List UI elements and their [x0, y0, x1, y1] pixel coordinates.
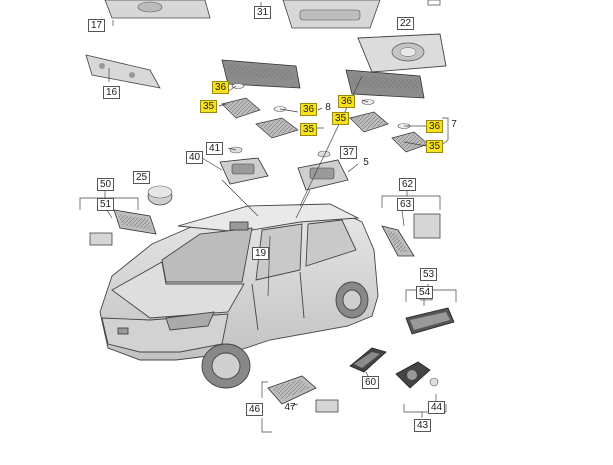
callout-62: 62 — [399, 178, 417, 191]
sensor-25 — [147, 185, 173, 206]
callout-19: 19 — [252, 247, 270, 260]
callout-35-left: 35 — [200, 100, 218, 113]
callout-5: 5 — [363, 157, 369, 168]
callout-36-right: 36 — [338, 95, 356, 108]
callout-31: 31 — [254, 6, 272, 19]
callout-63: 63 — [397, 198, 415, 211]
lamp-unit-43 — [395, 361, 439, 389]
callout-53: 53 — [420, 268, 438, 281]
lens-pad-35-right-upper — [349, 111, 389, 133]
lamp-unit-46 — [267, 375, 339, 413]
callout-60: 60 — [362, 376, 380, 389]
partial-callout-top-right — [427, 0, 441, 6]
roof-console-part-top-left — [104, 0, 211, 19]
interior-light-lens-right — [345, 69, 425, 99]
callout-7: 7 — [451, 119, 457, 130]
callout-35-far-right: 35 — [426, 140, 444, 153]
callout-43: 43 — [414, 419, 432, 432]
callout-54: 54 — [416, 286, 434, 299]
leader-lines — [79, 2, 457, 433]
lamp-unit-62 — [381, 213, 441, 257]
callout-25: 25 — [133, 171, 151, 184]
callout-17: 17 — [88, 19, 106, 32]
callout-40: 40 — [186, 151, 204, 164]
callout-35-center: 35 — [300, 123, 318, 136]
callout-41: 41 — [206, 142, 224, 155]
reading-lamp-40 — [219, 146, 269, 185]
car-illustration — [99, 203, 379, 389]
roof-console-22 — [357, 33, 447, 73]
callout-44: 44 — [428, 401, 446, 414]
lens-pad-35-left — [221, 97, 261, 119]
bulb-36-left — [231, 83, 245, 89]
callout-16: 16 — [103, 86, 121, 99]
lamp-housing-16 — [85, 54, 161, 89]
lens-pad-35-right-lower — [391, 131, 429, 153]
lamp-unit-51 — [89, 209, 157, 246]
callout-36-center: 36 — [300, 103, 318, 116]
callout-37: 37 — [340, 146, 358, 159]
lamp-unit-60 — [349, 347, 387, 373]
roof-console-part-top-center — [282, 0, 381, 29]
callout-35-right: 35 — [332, 112, 350, 125]
callout-47: 47 — [284, 402, 296, 413]
callout-36-left: 36 — [212, 81, 230, 94]
lens-pad-35-center — [255, 117, 299, 139]
interior-light-lens-left — [221, 59, 301, 89]
callout-51: 51 — [97, 198, 115, 211]
callout-8: 8 — [325, 102, 331, 113]
callout-46: 46 — [246, 403, 264, 416]
callout-50: 50 — [97, 178, 115, 191]
callout-22: 22 — [397, 17, 415, 30]
callout-36-far-right: 36 — [426, 120, 444, 133]
reading-lamp-5 — [297, 150, 349, 191]
